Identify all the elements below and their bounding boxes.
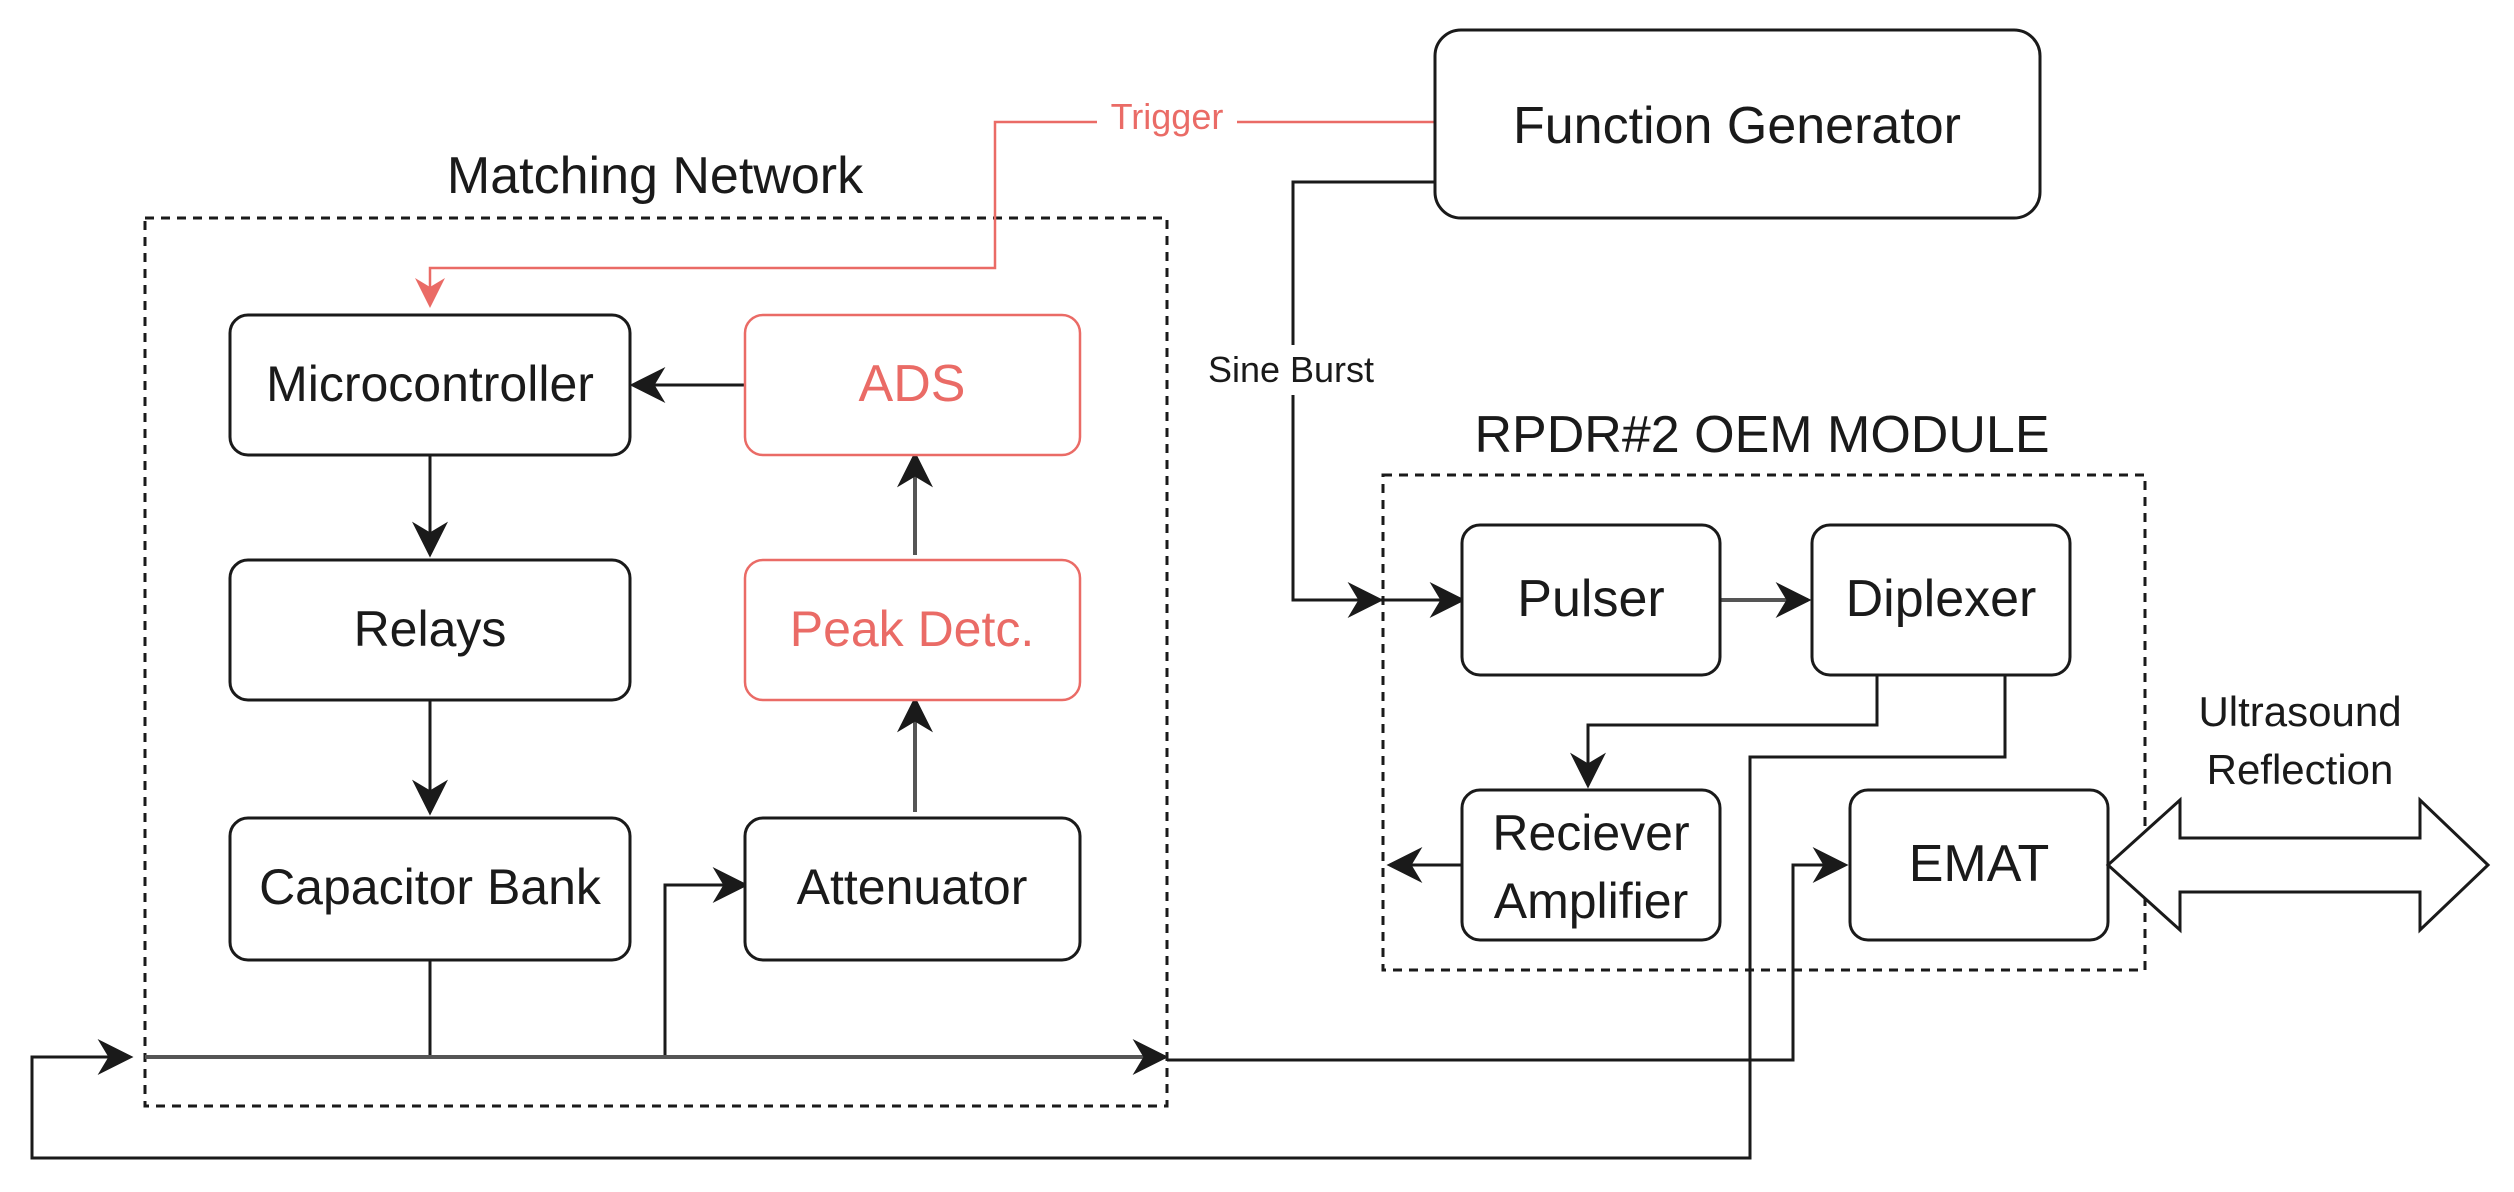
emat-label: EMAT <box>1909 835 2050 893</box>
capacitor-bank-block: Capacitor Bank <box>228 816 632 962</box>
bus-to-emat-wire <box>1167 847 1849 1062</box>
ultrasound-label-line1: Ultrasound <box>2198 688 2401 735</box>
sine-burst-label-bg <box>1190 345 1398 395</box>
microcontroller-block: Microcontroller <box>228 313 632 457</box>
bus-to-attenuator-wire <box>663 867 749 1057</box>
matching-network-label: Matching Network <box>447 147 864 205</box>
receiver-amplifier-label-line1: Reciever <box>1492 805 1689 861</box>
diplexer-label: Diplexer <box>1846 570 2037 628</box>
ultrasound-double-arrow <box>2105 796 2491 934</box>
attenuator-label: Attenuator <box>797 859 1028 915</box>
ads-label: ADS <box>859 355 966 413</box>
receiver-amplifier-label-line2: Amplifier <box>1494 873 1688 929</box>
diplexer-block: Diplexer <box>1810 523 2072 677</box>
diplexer-to-receiver-wire <box>1570 675 1879 789</box>
diplexer-return-wire <box>30 675 2007 1160</box>
microcontroller-label: Microcontroller <box>266 356 594 412</box>
matching-network-group <box>143 216 1169 1108</box>
peak-detector-block: Peak Detc. <box>743 558 1082 702</box>
relays-block: Relays <box>228 558 632 702</box>
pulser-block: Pulser <box>1460 523 1722 677</box>
rpdr-module-label: RPDR#2 OEM MODULE <box>1475 406 2050 464</box>
pulser-label: Pulser <box>1517 570 1664 628</box>
trigger-label: Trigger <box>1111 96 1224 137</box>
receiver-amplifier-block: Reciever Amplifier <box>1460 788 1722 942</box>
trigger-label-bg <box>1097 94 1237 144</box>
function-generator-block: Function Generator <box>1433 28 2042 220</box>
function-generator-label: Function Generator <box>1513 97 1961 155</box>
ultrasound-label-line2: Reflection <box>2207 746 2394 793</box>
attenuator-block: Attenuator <box>743 816 1082 962</box>
ads-block: ADS <box>743 313 1082 457</box>
capacitor-bank-label: Capacitor Bank <box>259 859 602 915</box>
rpdr-module-group <box>1381 473 2147 972</box>
sine-burst-label: Sine Burst <box>1208 349 1374 390</box>
peak-detector-label: Peak Detc. <box>790 601 1035 657</box>
relays-label: Relays <box>354 601 507 657</box>
emat-block: EMAT <box>1848 788 2110 942</box>
